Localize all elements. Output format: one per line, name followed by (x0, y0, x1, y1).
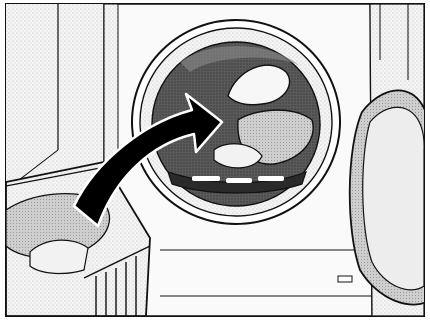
dryer-door (350, 90, 430, 304)
